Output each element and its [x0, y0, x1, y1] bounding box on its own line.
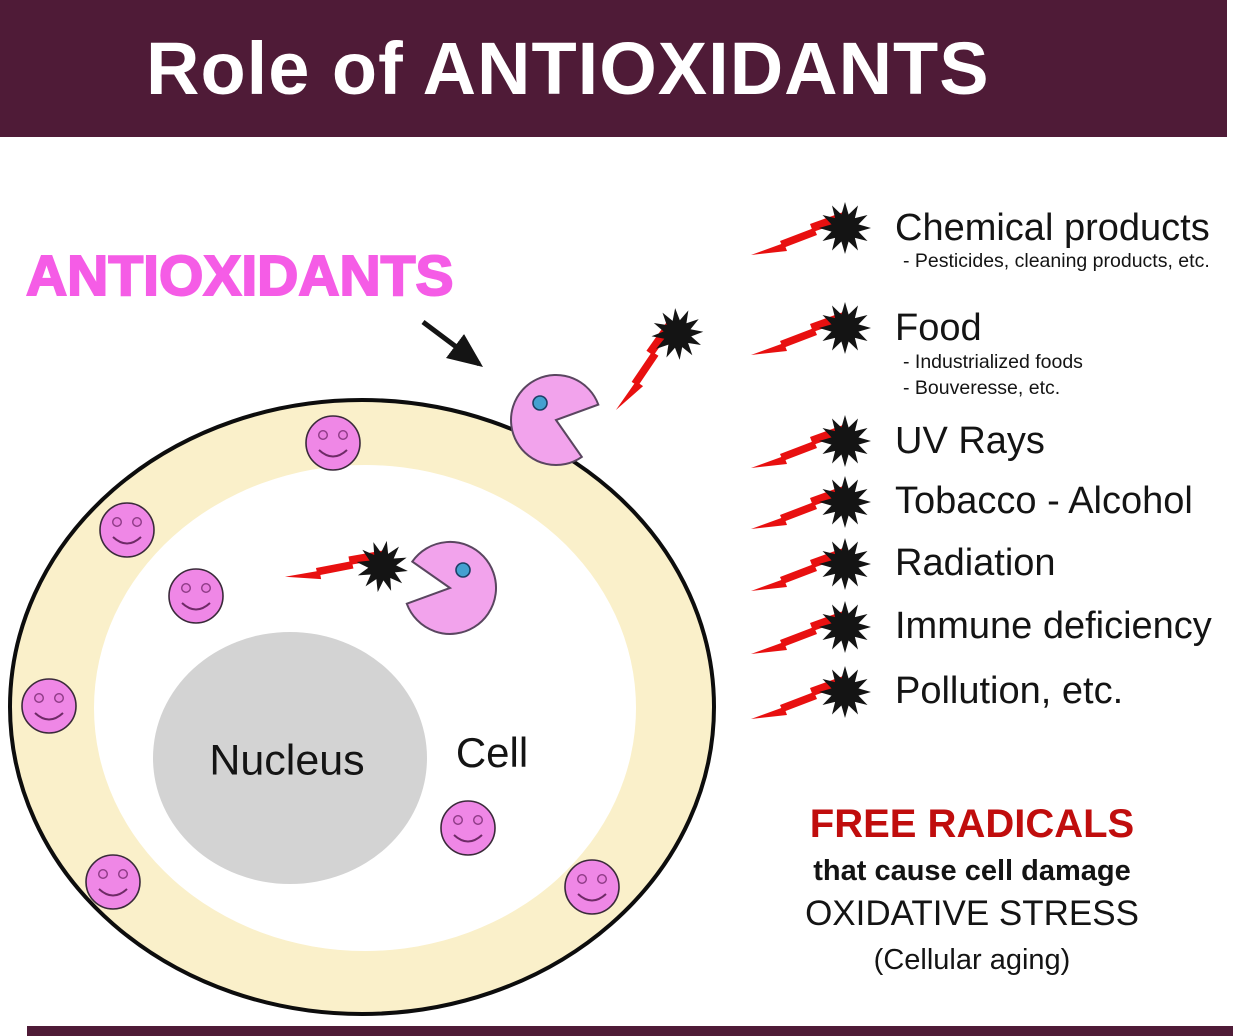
free-radical-icon [751, 302, 871, 355]
radical-source-label: Tobacco - Alcohol [895, 480, 1193, 522]
arrow-icon [421, 320, 483, 367]
free-radicals-line2: OXIDATIVE STRESS [805, 894, 1139, 933]
free-radical-icon [585, 297, 715, 411]
smiley-antioxidant-icon [305, 415, 361, 471]
bottom-bar [27, 1026, 1233, 1036]
free-radical-icon [751, 601, 871, 654]
radical-source-label: UV Rays [895, 420, 1045, 462]
radical-source-sub: - Pesticides, cleaning products, etc. [903, 250, 1210, 272]
pacman-antioxidant-icon [405, 540, 498, 635]
smiley-antioxidant-icon [168, 568, 224, 624]
radical-source-label: Chemical products [895, 207, 1210, 249]
free-radicals-block: FREE RADICALS that cause cell damage OXI… [796, 800, 1148, 980]
radical-source-label: Immune deficiency [895, 605, 1212, 647]
smiley-antioxidant-icon [85, 854, 141, 910]
free-radicals-title: FREE RADICALS [809, 802, 1135, 846]
free-radical-icon [751, 476, 871, 529]
free-radical-icon [751, 666, 871, 719]
pacman-antioxidant-icon [510, 374, 600, 467]
antioxidants-label: ANTIOXIDANTS [25, 243, 454, 309]
free-radical-icon [751, 415, 871, 468]
free-radicals-line3: (Cellular aging) [873, 944, 1071, 976]
header-bar: Role of ANTIOXIDANTS [0, 0, 1227, 137]
nucleus-label: Nucleus [209, 736, 365, 785]
free-radicals-line1: that cause cell damage [813, 855, 1131, 887]
radical-source-label: Radiation [895, 542, 1056, 584]
free-radical-icon [751, 202, 871, 255]
radical-source-label: Pollution, etc. [895, 670, 1124, 712]
page-title: Role of ANTIOXIDANTS [146, 27, 990, 110]
radical-source-sub: - Industrialized foods [903, 351, 1083, 373]
cell-label: Cell [455, 729, 529, 776]
radical-source-sub: - Bouveresse, etc. [903, 377, 1061, 399]
smiley-antioxidant-icon [21, 678, 77, 734]
smiley-antioxidant-icon [564, 859, 620, 915]
smiley-antioxidant-icon [440, 800, 496, 856]
radical-source-label: Food [895, 307, 982, 349]
smiley-antioxidant-icon [99, 502, 155, 558]
nucleus [153, 632, 427, 884]
free-radical-icon [751, 538, 871, 591]
